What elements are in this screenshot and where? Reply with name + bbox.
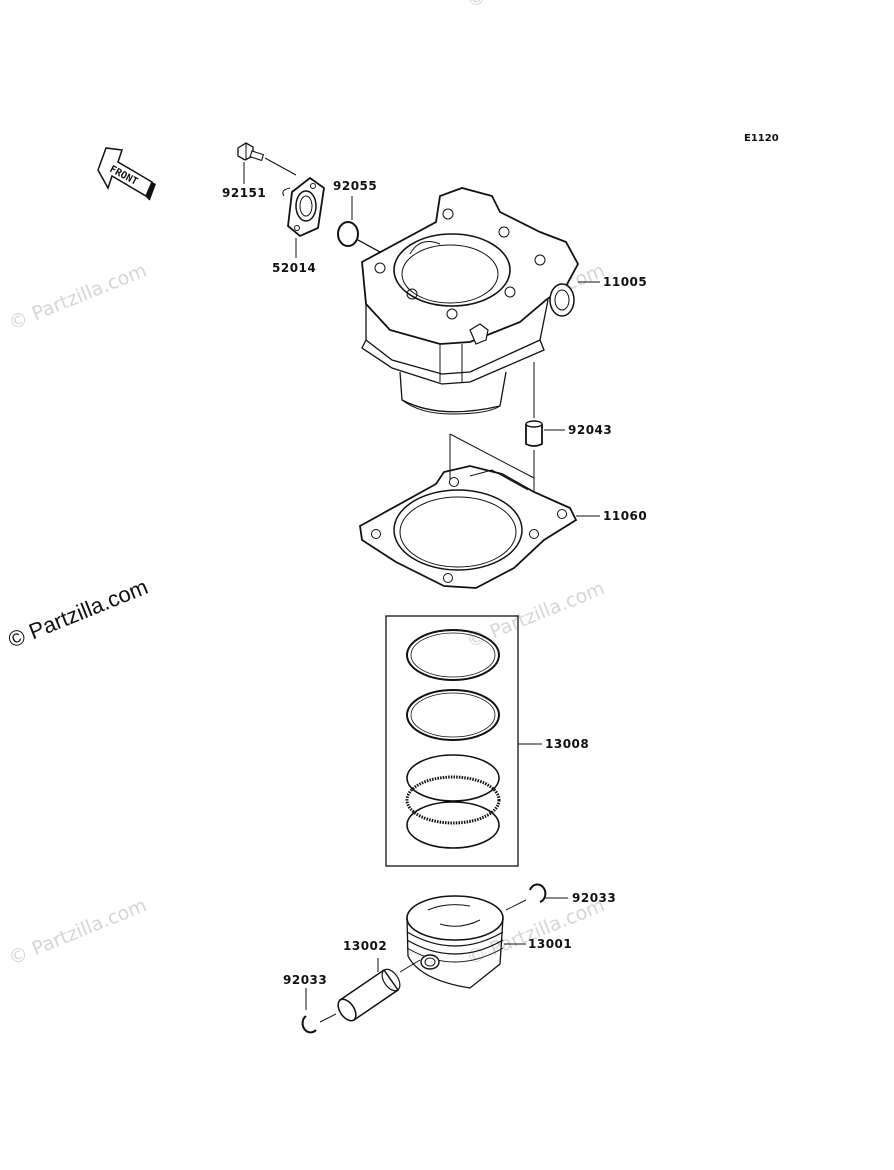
label-11060: 11060 (603, 509, 647, 523)
watermark-dark: © Partzilla.com (5, 574, 152, 653)
circlip-left-icon (301, 988, 337, 1034)
piston-icon (406, 895, 526, 989)
svg-text:© Partzilla.com: © Partzilla.com (6, 894, 150, 969)
dowel-pin-icon (525, 362, 565, 530)
svg-text:©: © (464, 0, 490, 13)
label-52014: 52014 (272, 261, 316, 275)
o-ring-icon (337, 196, 381, 253)
bolt-icon (237, 142, 297, 184)
cylinder-icon (357, 187, 600, 415)
label-92043: 92043 (568, 423, 612, 437)
watermark-top: © (464, 0, 490, 13)
front-arrow-icon: FRONT (97, 147, 156, 201)
label-92055: 92055 (333, 179, 377, 193)
label-13002: 13002 (343, 939, 387, 953)
svg-text:© Partzilla.com: © Partzilla.com (5, 574, 152, 653)
ring-set-icon (385, 615, 542, 867)
diagram-code: E1120 (744, 133, 779, 144)
svg-text:© Partzilla.com: © Partzilla.com (6, 259, 150, 334)
label-92033-left: 92033 (283, 973, 327, 987)
label-13008: 13008 (545, 737, 589, 751)
watermark-1: © Partzilla.com (6, 259, 150, 334)
label-92033-right: 92033 (572, 891, 616, 905)
label-13001: 13001 (528, 937, 572, 951)
label-92151: 92151 (222, 186, 266, 200)
gasket-icon (359, 433, 600, 589)
label-11005: 11005 (603, 275, 647, 289)
piston-pin-icon (337, 958, 421, 1022)
watermark-4: © Partzilla.com (6, 894, 150, 969)
circlip-right-icon (505, 883, 568, 911)
fitting-icon (282, 176, 325, 258)
